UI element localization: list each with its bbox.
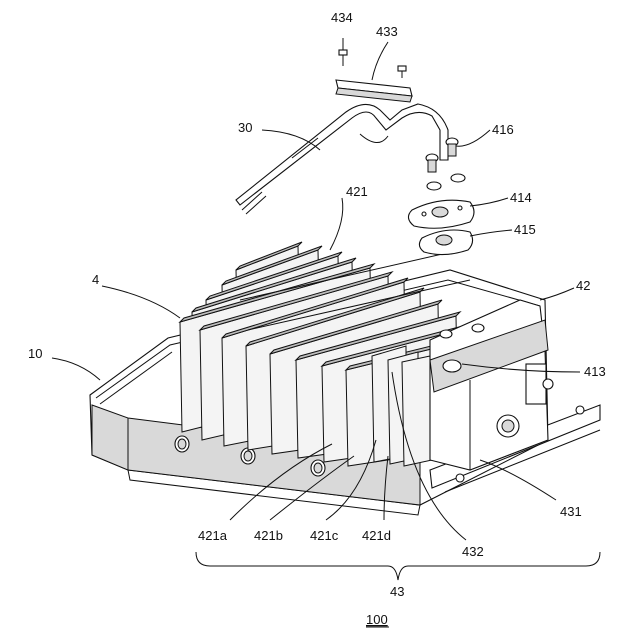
washer <box>451 174 465 182</box>
label-414: 414 <box>510 190 532 205</box>
label-413: 413 <box>584 364 606 379</box>
cover-plate-433 <box>336 80 412 102</box>
screw-434 <box>339 50 406 78</box>
label-421d: 421d <box>362 528 391 543</box>
label-432: 432 <box>462 544 484 559</box>
label-416: 416 <box>492 122 514 137</box>
label-30: 30 <box>238 120 252 135</box>
washer <box>427 182 441 190</box>
gasket-414 <box>408 200 474 228</box>
cable-30 <box>236 104 448 214</box>
figure-number: 100 <box>366 612 388 627</box>
label-433: 433 <box>376 24 398 39</box>
label-421: 421 <box>346 184 368 199</box>
label-10: 10 <box>28 346 42 361</box>
label-421c: 421c <box>310 528 339 543</box>
label-4: 4 <box>92 272 99 287</box>
label-415: 415 <box>514 222 536 237</box>
seal-415 <box>419 230 472 255</box>
label-43: 43 <box>390 584 404 599</box>
brace-43 <box>196 552 600 580</box>
label-434: 434 <box>331 10 353 25</box>
port-413 <box>443 360 461 372</box>
label-431: 431 <box>560 504 582 519</box>
label-421a: 421a <box>198 528 228 543</box>
label-42: 42 <box>576 278 590 293</box>
label-421b: 421b <box>254 528 283 543</box>
